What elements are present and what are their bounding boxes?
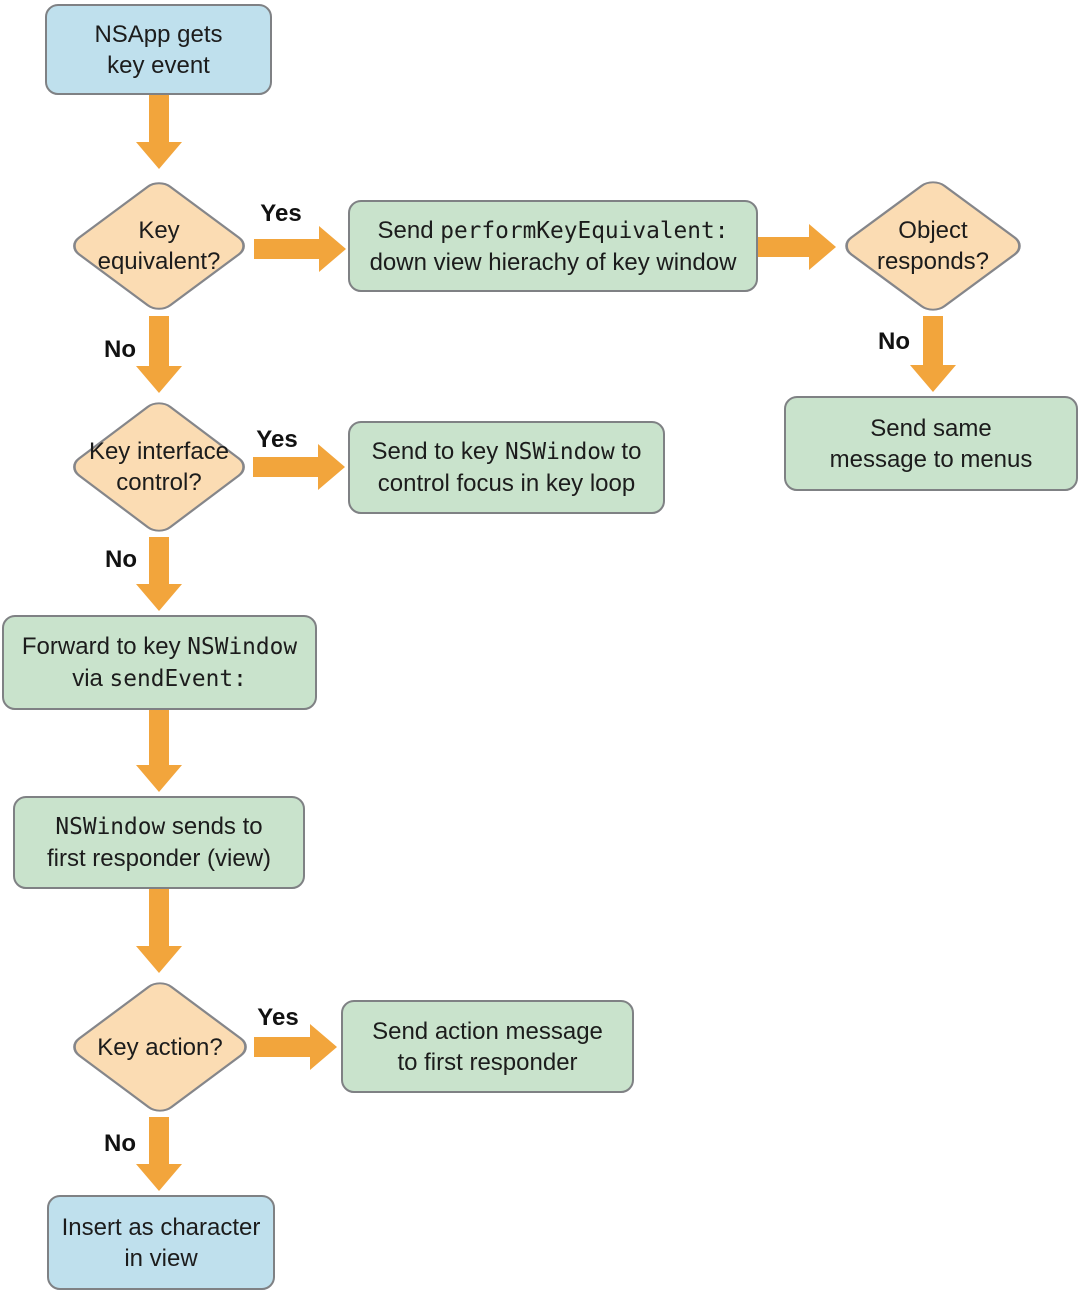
node-nsapp-gets-key-event: NSApp gets key event bbox=[45, 4, 272, 95]
node-send-to-key-nswindow: Send to key NSWindow to control focus in … bbox=[348, 421, 665, 514]
plain-text: Key action? bbox=[97, 1033, 223, 1061]
plain-text: Send to key bbox=[371, 438, 505, 465]
node-send-perform-key-equivalent: Send performKeyEquivalent: down view hier… bbox=[348, 200, 758, 292]
arrow-key-action-no bbox=[136, 1117, 182, 1191]
node-object-responds-decision: Object responds? bbox=[838, 175, 1028, 317]
node-send-same-message-to-menus-text: Send same message to menus bbox=[830, 413, 1033, 475]
arrow-key-equivalent-no bbox=[136, 316, 182, 393]
arrow-key-action-yes bbox=[254, 1024, 337, 1070]
arrow-forward-to-nswindow-sends bbox=[136, 710, 182, 792]
plain-text: equivalent? bbox=[97, 248, 221, 275]
label-no-object-responds: No bbox=[878, 328, 910, 355]
node-send-action-message: Send action message to first responder bbox=[341, 1000, 634, 1093]
plain-text: NSApp gets bbox=[94, 20, 223, 48]
node-send-same-message-to-menus: Send same message to menus bbox=[784, 396, 1078, 491]
arrow-nswindow-sends-to-key-action bbox=[136, 889, 182, 973]
node-nswindow-sends-to-first-responder: NSWindow sends to first responder (view) bbox=[13, 796, 305, 889]
plain-text: via bbox=[72, 664, 110, 692]
node-key-interface-control-decision-text: Key interface control? bbox=[89, 436, 229, 498]
code-text: NSWindow bbox=[504, 439, 615, 465]
plain-text: to bbox=[614, 438, 642, 465]
plain-text: to first responder bbox=[397, 1048, 578, 1076]
code-text: sendEvent: bbox=[109, 665, 247, 692]
arrow-start-to-key-equivalent bbox=[136, 95, 182, 169]
node-send-action-message-text: Send action message to first responder bbox=[372, 1016, 603, 1078]
node-send-perform-key-equivalent-text: Send performKeyEquivalent: down view hier… bbox=[370, 215, 737, 278]
node-send-to-key-nswindow-text: Send to key NSWindow to control focus in … bbox=[372, 436, 642, 499]
plain-text: in view bbox=[124, 1244, 198, 1272]
code-text: NSWindow bbox=[55, 814, 166, 840]
node-key-equivalent-decision: Key equivalent? bbox=[66, 177, 252, 315]
plain-text: Object bbox=[898, 217, 968, 244]
plain-text: down view hierachy of key window bbox=[369, 248, 737, 276]
code-text: NSWindow bbox=[187, 633, 298, 660]
plain-text: Send bbox=[377, 216, 441, 244]
plain-text: message to menus bbox=[829, 445, 1033, 473]
plain-text: Send action message bbox=[372, 1017, 603, 1045]
plain-text: responds? bbox=[876, 248, 990, 275]
plain-text: Send same bbox=[870, 414, 992, 442]
arrow-key-interface-no bbox=[136, 537, 182, 611]
plain-text: key event bbox=[107, 51, 210, 79]
node-key-action-decision: Key action? bbox=[65, 976, 255, 1118]
arrow-key-interface-yes bbox=[253, 444, 345, 490]
plain-text: control? bbox=[116, 469, 202, 496]
node-forward-to-key-nswindow: Forward to key NSWindow via sendEvent: bbox=[2, 615, 317, 710]
arrow-key-equivalent-yes bbox=[254, 226, 346, 272]
plain-text: Forward to key bbox=[21, 632, 188, 660]
arrow-object-responds-no bbox=[910, 316, 956, 392]
node-object-responds-decision-text: Object responds? bbox=[877, 215, 989, 277]
code-text: performKeyEquivalent: bbox=[440, 217, 729, 244]
node-key-equivalent-decision-text: Key equivalent? bbox=[98, 215, 221, 277]
plain-text: sends to bbox=[165, 813, 263, 840]
plain-text: first responder (view) bbox=[46, 845, 272, 872]
label-no-key-action: No bbox=[104, 1130, 136, 1157]
node-key-interface-control-decision: Key interface control? bbox=[66, 396, 252, 538]
plain-text: Key interface bbox=[88, 438, 230, 465]
label-yes-key-action: Yes bbox=[257, 1004, 299, 1031]
node-key-action-decision-text: Key action? bbox=[97, 1032, 222, 1063]
node-forward-to-key-nswindow-text: Forward to key NSWindow via sendEvent: bbox=[22, 631, 297, 695]
plain-text: Key bbox=[138, 217, 180, 244]
node-nswindow-sends-to-first-responder-text: NSWindow sends to first responder (view) bbox=[47, 811, 271, 874]
plain-text: Insert as character bbox=[61, 1213, 261, 1241]
plain-text: control focus in key loop bbox=[377, 470, 636, 497]
arrow-perform-to-object-responds bbox=[758, 224, 836, 270]
node-insert-as-character-text: Insert as character in view bbox=[62, 1212, 261, 1274]
label-yes-key-equivalent: Yes bbox=[260, 200, 302, 227]
node-nsapp-gets-key-event-text: NSApp gets key event bbox=[94, 19, 222, 81]
label-no-key-interface: No bbox=[105, 546, 137, 573]
node-insert-as-character: Insert as character in view bbox=[47, 1195, 275, 1290]
label-no-key-equivalent: No bbox=[104, 336, 136, 363]
label-yes-key-interface: Yes bbox=[256, 426, 298, 453]
